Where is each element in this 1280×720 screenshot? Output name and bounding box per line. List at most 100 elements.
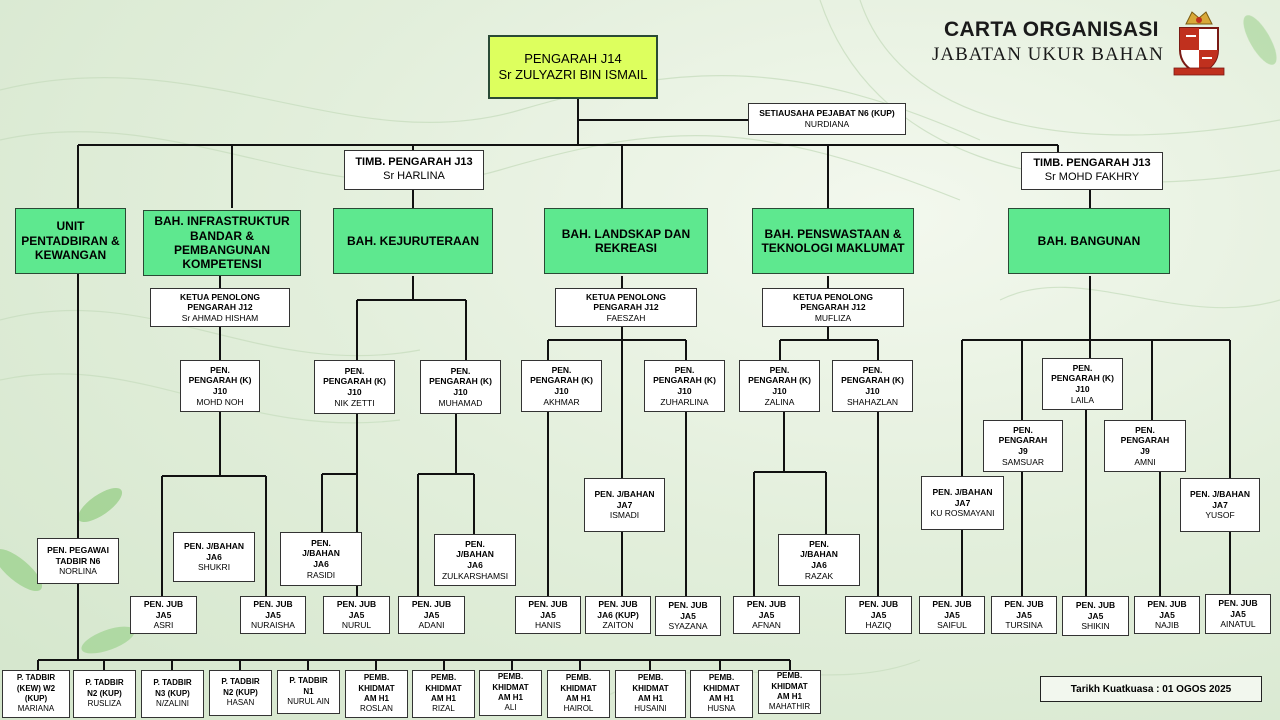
position-grade: J10 xyxy=(1075,384,1090,394)
position-grade: JA5 xyxy=(1159,609,1175,620)
position-title: PEN. xyxy=(551,364,572,375)
position-title: PEN. xyxy=(311,537,331,548)
position-grade: JA5 xyxy=(1230,608,1246,619)
person-name: ZUHARLINA xyxy=(660,396,709,407)
position-title: PEN. JUB xyxy=(1147,599,1187,610)
person-name: SAIFUL xyxy=(937,620,967,631)
position-title: PENGARAH (K) xyxy=(429,376,492,387)
position-grade: JA5 xyxy=(540,609,556,620)
position-grade: JA5 xyxy=(423,609,440,620)
person-name: NORLINA xyxy=(59,566,97,577)
person-name: AINATUL xyxy=(1220,619,1256,630)
position-title: P. TADBIR xyxy=(221,677,260,687)
leaf-decoration xyxy=(0,15,1277,654)
person-name: HUSAINI xyxy=(634,704,667,714)
director-title: PENGARAH J14 xyxy=(524,50,622,66)
person-name: MARIANA xyxy=(17,704,55,714)
person-name: SHUKRI xyxy=(197,562,231,573)
position-title: PEN. JUB xyxy=(253,599,293,610)
person-name: SAMSUAR xyxy=(1001,456,1045,467)
division-label: BAH. LANDSKAP DAN REKREASI xyxy=(561,226,691,255)
person-name: RASIDI xyxy=(306,569,336,580)
person-name: HUSNA xyxy=(707,704,736,714)
person-name: AKHMAR xyxy=(543,396,580,407)
position-grade: N1 xyxy=(303,686,314,696)
position-title: P. TADBIR xyxy=(85,678,124,688)
position-grade: JA6 xyxy=(206,551,222,562)
position-title: PEN. JUB xyxy=(528,599,568,610)
position-grade: JA5 xyxy=(680,610,696,621)
position-title: PEN. xyxy=(1013,424,1033,435)
position-title: PEN. J/BAHAN xyxy=(1190,489,1250,500)
position-title: PEN. JUB xyxy=(1075,600,1116,611)
division-label: BAH. KEJURUTERAAN xyxy=(346,233,479,248)
position-grade: J9 xyxy=(1140,446,1150,456)
position-grade: JA7 xyxy=(954,497,971,508)
position-grade: (KEW) W2 xyxy=(16,683,56,693)
person-name: ADANI xyxy=(418,620,445,631)
head-assistant-director-box: KETUA PENOLONG PENGARAH J12 Sr AHMAD HIS… xyxy=(150,288,290,327)
person-name: N/ZALINI xyxy=(156,699,189,709)
admin-staff-box: P. TADBIR(KEW) W2(KUP)MARIANA xyxy=(2,670,70,718)
position-grade: JA6 xyxy=(811,560,827,570)
position-grade: AM H1 xyxy=(364,694,389,703)
position-title: PENGARAH (K) xyxy=(1051,373,1114,384)
person-name: LAILA xyxy=(1070,394,1095,405)
position-title: PEMB. xyxy=(430,673,457,683)
person-name: RUSLIZA xyxy=(87,699,122,709)
person-name: HAIROL xyxy=(563,704,594,714)
position-grade: AM H1 xyxy=(566,694,591,703)
person-name: NURUL xyxy=(341,620,372,631)
deputy-director-box: TIMB. PENGARAH J13 Sr HARLINA xyxy=(344,150,484,190)
person-name: NURUL AIN xyxy=(287,697,330,707)
position-grade: J10 xyxy=(212,386,228,396)
position-title: PEN. JUB xyxy=(411,599,452,610)
position-title: PENGARAH xyxy=(998,435,1048,446)
person-name: NURAISHA xyxy=(251,620,295,631)
position-grade: J10 xyxy=(347,387,362,397)
position-title: PEMB. xyxy=(708,673,735,683)
division-label: UNIT PENTADBIRAN & KEWANGAN xyxy=(21,219,120,263)
position-title: KHIDMAT xyxy=(560,683,597,693)
position-title: J/BAHAN xyxy=(800,549,838,560)
position-grade: N2 (KUP) xyxy=(87,688,122,698)
director-box: PENGARAH J14 Sr ZULYAZRI BIN ISMAIL xyxy=(488,35,658,99)
person-name: AFNAN xyxy=(752,620,781,631)
position-title: PEN. PEGAWAI xyxy=(47,545,109,556)
position-title: PEMB. xyxy=(776,671,803,681)
secretary-box: SETIAUSAHA PEJABAT N6 (KUP) NURDIANA xyxy=(748,103,906,135)
position-title: PEN. xyxy=(862,364,883,375)
head-assistant-director-box: KETUA PENOLONG PENGARAH J12 FAESZAH xyxy=(555,288,697,327)
effective-date: Tarikh Kuatkuasa : 01 OGOS 2025 xyxy=(1040,676,1262,702)
division-label: BAH. PENSWASTAAN & TEKNOLOGI MAKLUMAT xyxy=(761,226,905,255)
chart-subtitle: JABATAN UKUR BAHAN xyxy=(932,44,1164,65)
position-title: PEN. JUB xyxy=(1004,599,1044,610)
person-name: SHAHAZLAN xyxy=(846,396,898,407)
position-title: PEMB. xyxy=(497,672,524,682)
position-title: KHIDMAT xyxy=(703,683,740,693)
position-grade: TADBIR N6 xyxy=(55,555,101,566)
position-title: PEN. J/BAHAN xyxy=(594,489,655,500)
division-landscape: BAH. LANDSKAP DAN REKREASI xyxy=(544,208,708,274)
crest-icon xyxy=(1173,11,1225,76)
position-title: PEN. xyxy=(344,365,365,376)
secretary-name: NURDIANA xyxy=(804,119,850,129)
